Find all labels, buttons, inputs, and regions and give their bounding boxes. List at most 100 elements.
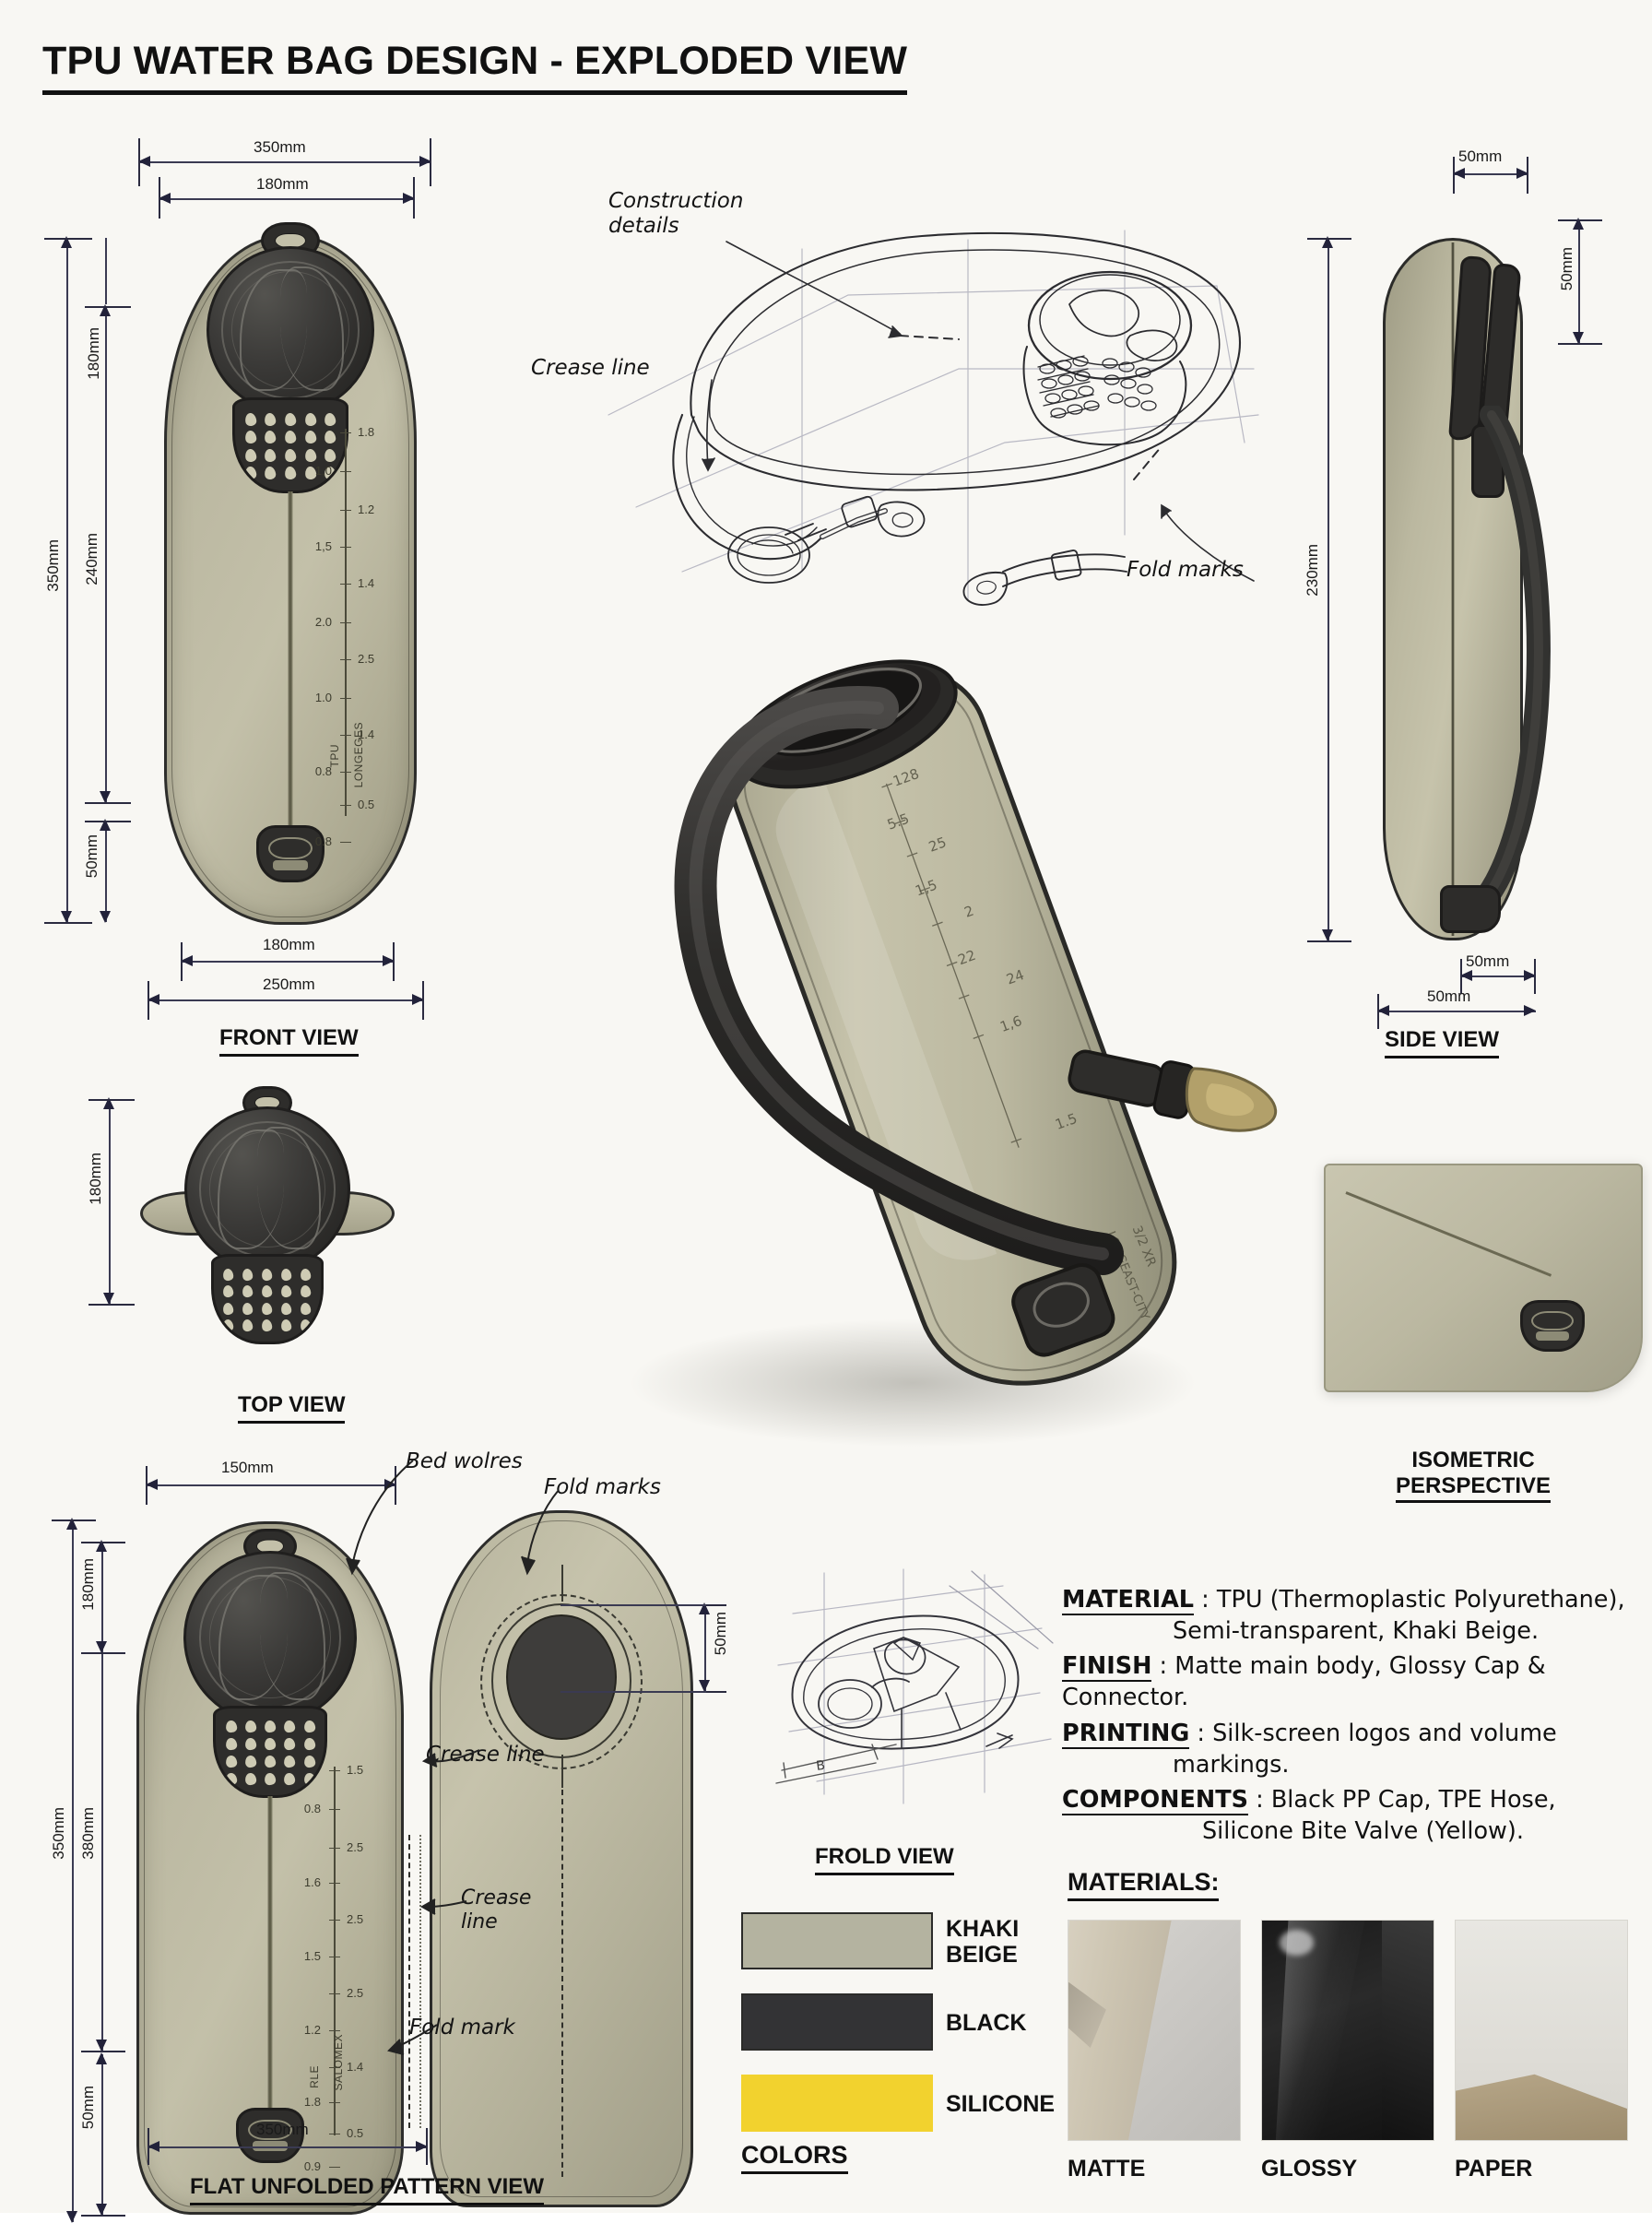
scale-label: 1,5 bbox=[314, 539, 332, 553]
spec-sep: : bbox=[1189, 1719, 1213, 1747]
side-dim-50-top: 50mm bbox=[1458, 148, 1503, 165]
dim-line bbox=[138, 161, 431, 163]
arrow-right bbox=[416, 2141, 428, 2152]
dim-tick bbox=[1453, 157, 1455, 194]
spec-row-material: MATERIAL : TPU (Thermoplastic Polyuretha… bbox=[1062, 1584, 1652, 1647]
dim-tick bbox=[81, 2051, 125, 2052]
front-dim-50-left: 50mm bbox=[83, 834, 100, 879]
front-view-label: FRONT VIEW bbox=[219, 1025, 359, 1057]
scale-label: 2.5 bbox=[347, 1912, 364, 1926]
flat-brand-right: SALOMEX bbox=[332, 2034, 345, 2091]
front-dim-350-top: 350mm bbox=[254, 138, 306, 156]
swatch-khaki-beige bbox=[741, 1912, 933, 1969]
iso-flat-sheet bbox=[1324, 1164, 1643, 1392]
dim-line bbox=[66, 238, 68, 922]
dim-line bbox=[101, 1654, 103, 2051]
scale-label: 1.2 bbox=[358, 503, 375, 516]
spec-key: PRINTING bbox=[1062, 1719, 1190, 1749]
bottom-connector bbox=[256, 825, 324, 882]
arrow-left bbox=[148, 2141, 159, 2152]
spec-key: FINISH bbox=[1062, 1652, 1152, 1683]
dim-line bbox=[1578, 219, 1580, 343]
dim-line bbox=[109, 1099, 111, 1304]
scale-label: 1.0 bbox=[314, 691, 332, 704]
spec-row-finish: FINISH : Matte main body, Glossy Cap & C… bbox=[1062, 1650, 1652, 1713]
scale-label: 1.4 bbox=[347, 2060, 364, 2074]
arrow-down bbox=[96, 1641, 107, 1653]
crease-dash-center bbox=[419, 1835, 421, 2128]
cap-logo-swirl-left bbox=[218, 1129, 284, 1249]
dim-tick bbox=[148, 2128, 149, 2165]
side-center-seam bbox=[1451, 242, 1455, 936]
side-dim-50-bottom-outer: 50mm bbox=[1427, 987, 1471, 1005]
flat-dim-50: 50mm bbox=[79, 2086, 97, 2130]
dim-tick bbox=[81, 1542, 125, 1543]
material-swatch-paper bbox=[1455, 1920, 1628, 2141]
arrow-down bbox=[100, 791, 111, 803]
front-brand-left: TPU bbox=[328, 744, 341, 768]
annotation-construction-details: Construction details bbox=[608, 189, 744, 239]
iso-sheet-connector bbox=[1520, 1300, 1586, 1353]
dim-tick bbox=[81, 1652, 125, 1654]
scale-label: 0.8 bbox=[303, 1802, 321, 1815]
front-dim-180-inner: 180mm bbox=[85, 327, 102, 380]
dim-tick bbox=[1307, 940, 1351, 942]
flat-grip-pad bbox=[213, 1706, 327, 1798]
swatch-label-silicone: SILICONE bbox=[946, 2091, 1056, 2117]
spec-block: MATERIAL : TPU (Thermoplastic Polyuretha… bbox=[1062, 1584, 1652, 1851]
dim-tick bbox=[146, 1466, 148, 1505]
spec-sep: : bbox=[1194, 1586, 1217, 1614]
flat-dim-50-hole: 50mm bbox=[712, 1612, 729, 1656]
dim-tick bbox=[81, 2215, 125, 2217]
flat-bottom-connector bbox=[236, 2108, 304, 2163]
arrow-right bbox=[1524, 1005, 1536, 1016]
spec-sep: : bbox=[1151, 1652, 1175, 1681]
dim-line bbox=[148, 999, 424, 1001]
dim-line bbox=[1328, 238, 1329, 940]
scale-label: 1.5 bbox=[303, 1949, 321, 1963]
front-brand-right: LONGEGES bbox=[352, 722, 365, 788]
frold-view-label: FROLD VIEW bbox=[815, 1844, 954, 1875]
swatch-label-black: BLACK bbox=[946, 2010, 1027, 2036]
dim-tick bbox=[88, 1099, 135, 1101]
dim-tick bbox=[426, 2128, 428, 2165]
dim-tick bbox=[1307, 238, 1351, 240]
arrow-down bbox=[100, 911, 111, 923]
spec-cont: Semi-transparent, Khaki Beige. bbox=[1173, 1617, 1540, 1646]
center-seam bbox=[267, 1796, 273, 2117]
arrow-left bbox=[159, 193, 171, 204]
flat-pattern-label: FLAT UNFOLDED PATTERN VIEW bbox=[190, 2174, 544, 2205]
dim-tick bbox=[395, 1466, 396, 1505]
spec-key: MATERIAL bbox=[1062, 1586, 1195, 1615]
centerline-tick bbox=[561, 1755, 563, 1788]
spec-row-printing: PRINTING : Silk-screen logos and volume … bbox=[1062, 1718, 1652, 1780]
dim-tick bbox=[1558, 343, 1602, 345]
arrow-down bbox=[1322, 929, 1333, 941]
top-view-label: TOP VIEW bbox=[238, 1392, 346, 1424]
frold-view-sketch: B bbox=[765, 1564, 1058, 1827]
cap-logo-swirl-right bbox=[259, 1571, 326, 1700]
arrow-right bbox=[1516, 168, 1528, 179]
center-seam bbox=[288, 491, 293, 834]
dim-line bbox=[146, 1484, 396, 1486]
arrow-right bbox=[412, 994, 424, 1005]
annotation-crease-line: Crease line bbox=[531, 356, 650, 380]
side-connector bbox=[1440, 885, 1501, 933]
spec-cont: Silicone Bite Valve (Yellow). bbox=[1202, 1817, 1524, 1846]
side-dim-50-right: 50mm bbox=[1558, 247, 1575, 291]
dim-tick bbox=[138, 138, 140, 186]
spec-value: TPU (Thermoplastic Polyurethane), bbox=[1216, 1586, 1625, 1614]
dim-line bbox=[101, 2054, 103, 2215]
arrow-left bbox=[1377, 1005, 1389, 1016]
dim-line bbox=[159, 198, 415, 200]
scale-label: 0.8 bbox=[314, 834, 332, 848]
scale-label: 1.2 bbox=[303, 2023, 321, 2037]
arrow-right bbox=[403, 193, 415, 204]
material-swatch-matte bbox=[1068, 1920, 1241, 2141]
dim-tick bbox=[686, 1691, 726, 1693]
scale-label: 0.5 bbox=[347, 2126, 364, 2140]
dim-line bbox=[704, 1604, 706, 1691]
scale-label: 1.5 bbox=[347, 1763, 364, 1777]
scale-label: 0.5 bbox=[358, 798, 375, 811]
